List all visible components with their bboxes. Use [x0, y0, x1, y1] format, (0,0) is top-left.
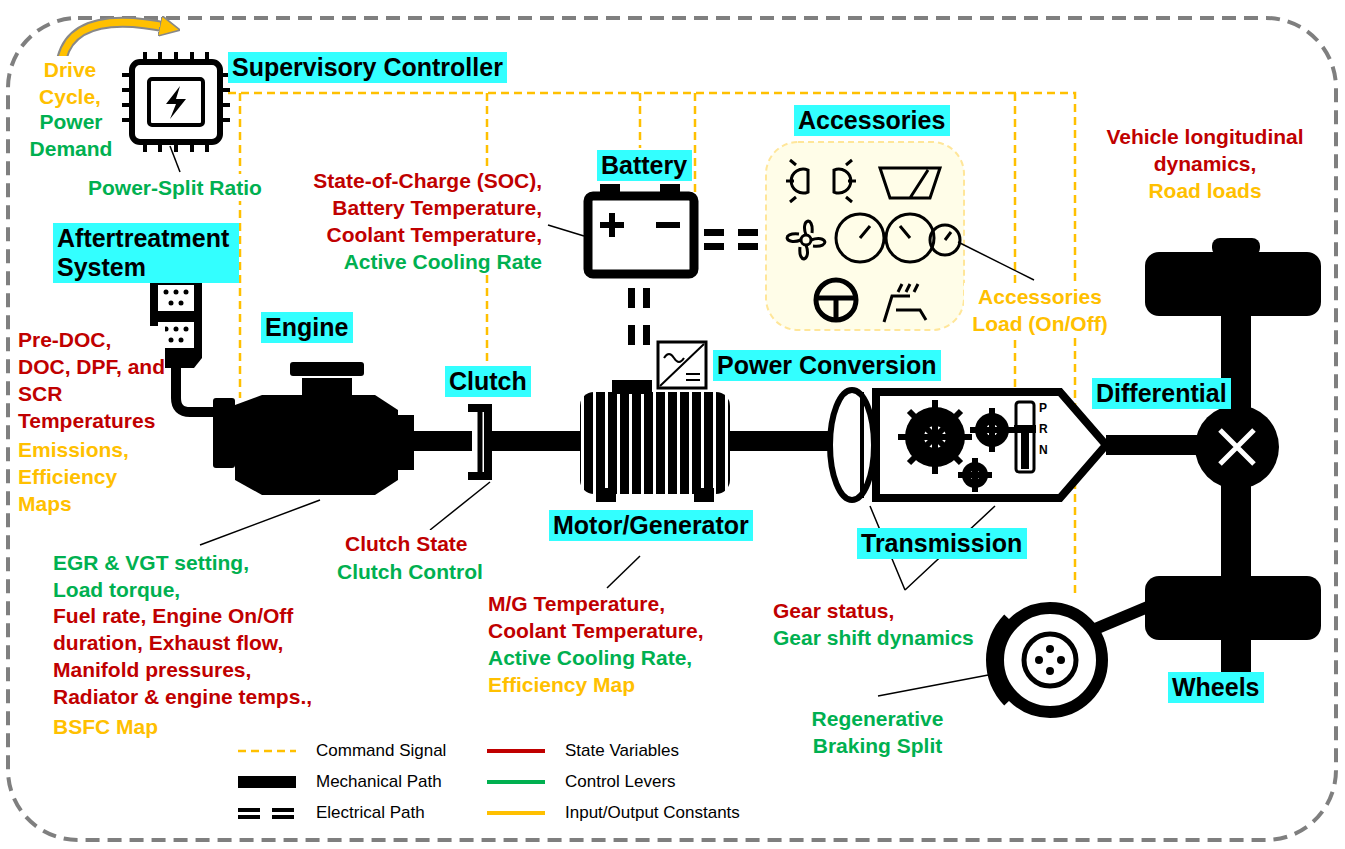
component-label: Differential: [1092, 378, 1231, 409]
component-name: Accessories: [798, 106, 946, 135]
component-name: Clutch: [449, 367, 527, 396]
legend-swatch: [238, 774, 296, 790]
signal-label: Clutch State: [345, 530, 468, 557]
signal-label: Regenerative Braking Split: [790, 705, 965, 759]
component-name: Wheels: [1172, 673, 1260, 702]
component-label: Clutch: [445, 366, 531, 397]
legend-swatch: [238, 805, 296, 821]
signal-label: M/G Temperature, Coolant Temperature,: [488, 590, 738, 644]
component-name: Motor/Generator: [553, 511, 749, 540]
signal-label: Active Cooling Rate: [280, 248, 542, 275]
legend-swatch: [487, 743, 545, 759]
signal-label: EGR & VGT setting, Load torque,: [53, 549, 293, 603]
component-name: Transmission: [861, 529, 1023, 558]
component-label: Aftertreatment System: [53, 223, 239, 283]
gear-letter: N: [1039, 443, 1048, 457]
legend-text: Control Levers: [565, 772, 676, 792]
signal-label: Clutch Control: [337, 558, 483, 585]
signal-label: State-of-Charge (SOC), Battery Temperatu…: [280, 167, 542, 248]
component-name: Power Conversion: [717, 351, 937, 380]
component-label: Power Conversion: [713, 350, 941, 381]
component-name: Battery: [601, 151, 688, 180]
component-label: Supervisory Controller: [228, 52, 507, 83]
signal-label: Efficiency Map: [488, 671, 635, 698]
signal-label: Fuel rate, Engine On/Off duration, Exhau…: [53, 602, 341, 710]
gear-letter: P: [1039, 401, 1047, 415]
signal-label: Pre-DOC, DOC, DPF, and SCR Temperatures: [18, 326, 165, 434]
component-name: Engine: [265, 313, 349, 342]
legend-swatch: [487, 774, 545, 790]
component-name: Differential: [1096, 379, 1227, 408]
signal-label: Road loads: [1080, 177, 1330, 204]
signal-label: Accessories Load (On/Off): [964, 283, 1116, 337]
signal-label: Power Demand: [22, 108, 120, 162]
signal-label: Emissions, Efficiency Maps: [18, 436, 165, 517]
signal-label: Power-Split Ratio: [88, 174, 262, 201]
legend-swatch: [487, 805, 545, 821]
component-label: Motor/Generator: [549, 510, 753, 541]
signal-label: Active Cooling Rate,: [488, 644, 692, 671]
gear-letter: R: [1039, 422, 1048, 436]
legend-text: Electrical Path: [316, 803, 425, 823]
signal-label: Vehicle longitudinal dynamics,: [1080, 123, 1330, 177]
signal-label: Drive Cycle,: [28, 56, 112, 110]
component-label: Accessories: [794, 105, 950, 136]
component-label: Engine: [261, 312, 353, 343]
legend-text: Input/Output Constants: [565, 803, 740, 823]
legend-text: Command Signal: [316, 741, 446, 761]
component-name: Supervisory Controller: [232, 53, 503, 82]
component-name: Aftertreatment System: [57, 224, 235, 282]
legend-text: State Variables: [565, 741, 679, 761]
component-label: Transmission: [857, 528, 1027, 559]
signal-label: Gear shift dynamics: [773, 624, 974, 651]
signal-label: BSFC Map: [53, 713, 158, 740]
component-label: Wheels: [1168, 672, 1264, 703]
component-label: Battery: [597, 150, 692, 181]
legend-swatch: [238, 743, 296, 759]
signal-label: Gear status,: [773, 597, 894, 624]
legend-text: Mechanical Path: [316, 772, 442, 792]
